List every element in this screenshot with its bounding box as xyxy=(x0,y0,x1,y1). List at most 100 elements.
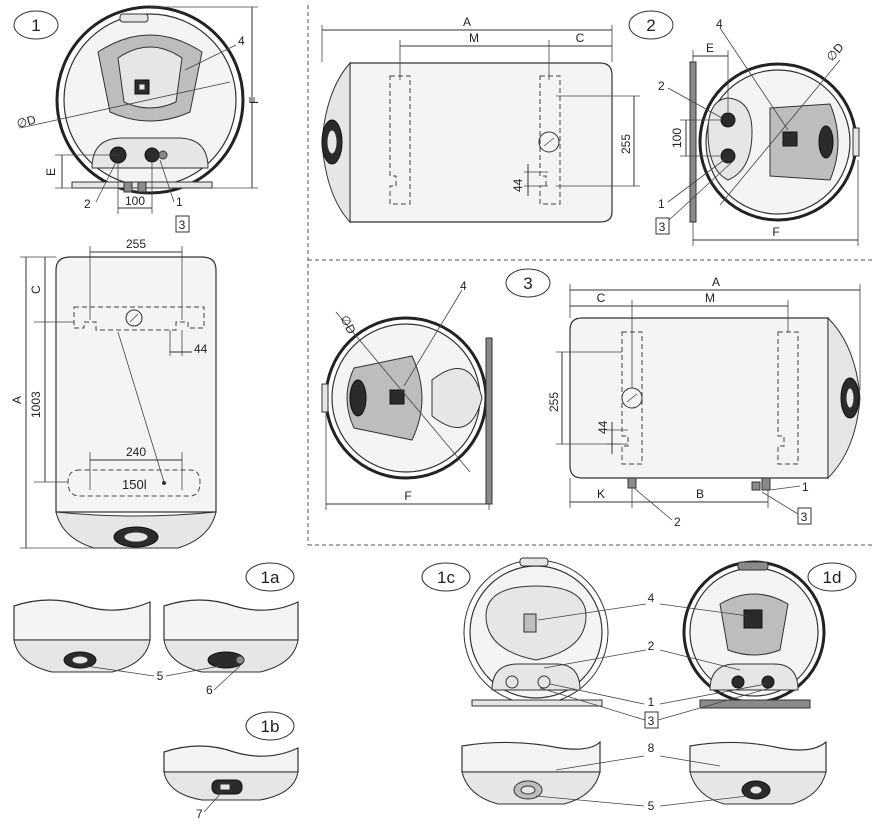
view-badge-2-label: 2 xyxy=(646,16,655,35)
top-lug xyxy=(519,557,549,567)
top-lug xyxy=(737,561,769,571)
leader-1-left xyxy=(549,683,645,705)
leader-5-right xyxy=(165,665,221,677)
leader-4 xyxy=(403,289,463,387)
callout-8: 8 xyxy=(648,741,655,755)
leader-3 xyxy=(761,491,799,515)
panel-left-top xyxy=(13,599,151,641)
dim-a-label: A xyxy=(712,275,720,289)
wall-bracket xyxy=(485,337,493,505)
leader-5-right xyxy=(659,795,749,807)
side-knob xyxy=(818,125,834,159)
horizontal-tank-body xyxy=(569,317,829,479)
view-badge-2 xyxy=(628,10,674,40)
end-cap-knob-center xyxy=(845,387,855,409)
leader-2 xyxy=(667,87,723,119)
cold-inlet-pipe xyxy=(720,148,736,164)
panel-right-indicator xyxy=(235,655,245,665)
view-3-horizontal-side: 3 A C M 255 44 xyxy=(505,268,861,529)
view-badge-1b-label: 1b xyxy=(261,717,280,736)
view-1-vertical-side: 150l 255 44 240 C 1003 A xyxy=(10,237,217,549)
side-lug xyxy=(321,383,329,413)
callout-3: 3 xyxy=(801,510,808,524)
control-panel xyxy=(346,355,423,441)
panel-right-knob-center xyxy=(749,785,763,795)
callout-2: 2 xyxy=(648,639,655,653)
view-1b: 1b 7 xyxy=(163,711,299,821)
panel-left-top xyxy=(461,740,601,773)
cold-inlet-pipe xyxy=(627,477,637,489)
leader-1 xyxy=(667,159,725,203)
dim-m-label: M xyxy=(469,31,479,45)
dim-255-label: 255 xyxy=(547,392,561,412)
panel-top xyxy=(163,745,299,773)
dim-44-label: 44 xyxy=(596,420,610,434)
dim-255-label: 255 xyxy=(126,237,146,251)
callout-3-box xyxy=(655,217,670,235)
leader-2-left xyxy=(543,649,647,669)
callout-4: 4 xyxy=(716,17,723,31)
callout-1: 1 xyxy=(802,480,809,494)
callout-7: 7 xyxy=(196,807,203,821)
dim-100-label: 100 xyxy=(125,194,145,208)
view-badge-3 xyxy=(505,268,551,298)
dim-100-label: 100 xyxy=(670,128,684,148)
callout-2: 2 xyxy=(674,515,681,529)
hot-outlet-pipe xyxy=(720,112,736,128)
thermostat-knob xyxy=(523,613,537,633)
display-screen xyxy=(219,783,231,791)
leader-8-left xyxy=(555,755,645,771)
bottom-knob-center xyxy=(123,531,149,543)
leader-4 xyxy=(719,27,789,131)
leader-5-left xyxy=(85,665,155,677)
view-2-round: ∅D E 100 F 4 2 1 3 xyxy=(655,17,860,246)
callout-4: 4 xyxy=(238,34,245,48)
leader-5-left xyxy=(535,795,645,807)
lower-bracket xyxy=(67,469,201,497)
callout-1: 1 xyxy=(176,195,183,209)
callout-3: 3 xyxy=(179,218,186,232)
view-badge-3-label: 3 xyxy=(523,274,532,293)
view-badge-1-label: 1 xyxy=(31,16,40,35)
pipe-housing xyxy=(491,663,581,691)
leader-1 xyxy=(159,159,175,203)
bottom-panels-1c-1d: 8 5 xyxy=(461,740,827,813)
callouts-1c-1d: 4 2 1 3 xyxy=(537,591,771,729)
dim-m-label: M xyxy=(705,291,715,305)
leader-4 xyxy=(184,44,237,71)
dim-diameter-label: ∅D xyxy=(337,313,358,337)
left-bracket xyxy=(389,75,411,205)
view-badge-1 xyxy=(13,10,59,40)
view-1d: 1d xyxy=(682,560,857,709)
dim-b-label: B xyxy=(696,487,704,501)
cold-inlet-pipe xyxy=(731,675,745,689)
dim-f-label: F xyxy=(247,97,261,104)
dim-a-label: A xyxy=(10,396,24,404)
view-2-horizontal-side: A M C 255 44 2 xyxy=(321,10,674,224)
hot-outlet-pipe xyxy=(537,675,551,689)
horizontal-tank-body xyxy=(349,62,613,223)
thermostat-knob xyxy=(782,131,798,147)
leader-7 xyxy=(203,791,223,813)
panel-right-top xyxy=(163,599,299,641)
dim-k-label: K xyxy=(597,487,605,501)
dim-255-label: 255 xyxy=(619,134,633,154)
dim-f-label: F xyxy=(404,489,411,503)
dim-44-label: 44 xyxy=(194,342,208,356)
dim-e-label: E xyxy=(706,41,714,55)
leader-2-right xyxy=(659,649,741,671)
callout-2: 2 xyxy=(658,79,665,93)
end-cap-knob-center xyxy=(326,129,338,155)
leader-3-right xyxy=(657,687,771,721)
base-leg-right xyxy=(137,181,147,193)
leader-3 xyxy=(668,161,733,221)
panel-left-knob-center xyxy=(520,785,536,795)
view-3-round: ∅D 4 F xyxy=(321,279,493,510)
panel-left-knob-center xyxy=(71,655,89,665)
panel-right-top xyxy=(689,740,827,773)
diameter-line xyxy=(335,311,471,473)
callout-6: 6 xyxy=(206,683,213,697)
dim-e-label: E xyxy=(44,168,58,176)
callout-3-box xyxy=(175,215,190,233)
panel-inner xyxy=(117,46,183,109)
